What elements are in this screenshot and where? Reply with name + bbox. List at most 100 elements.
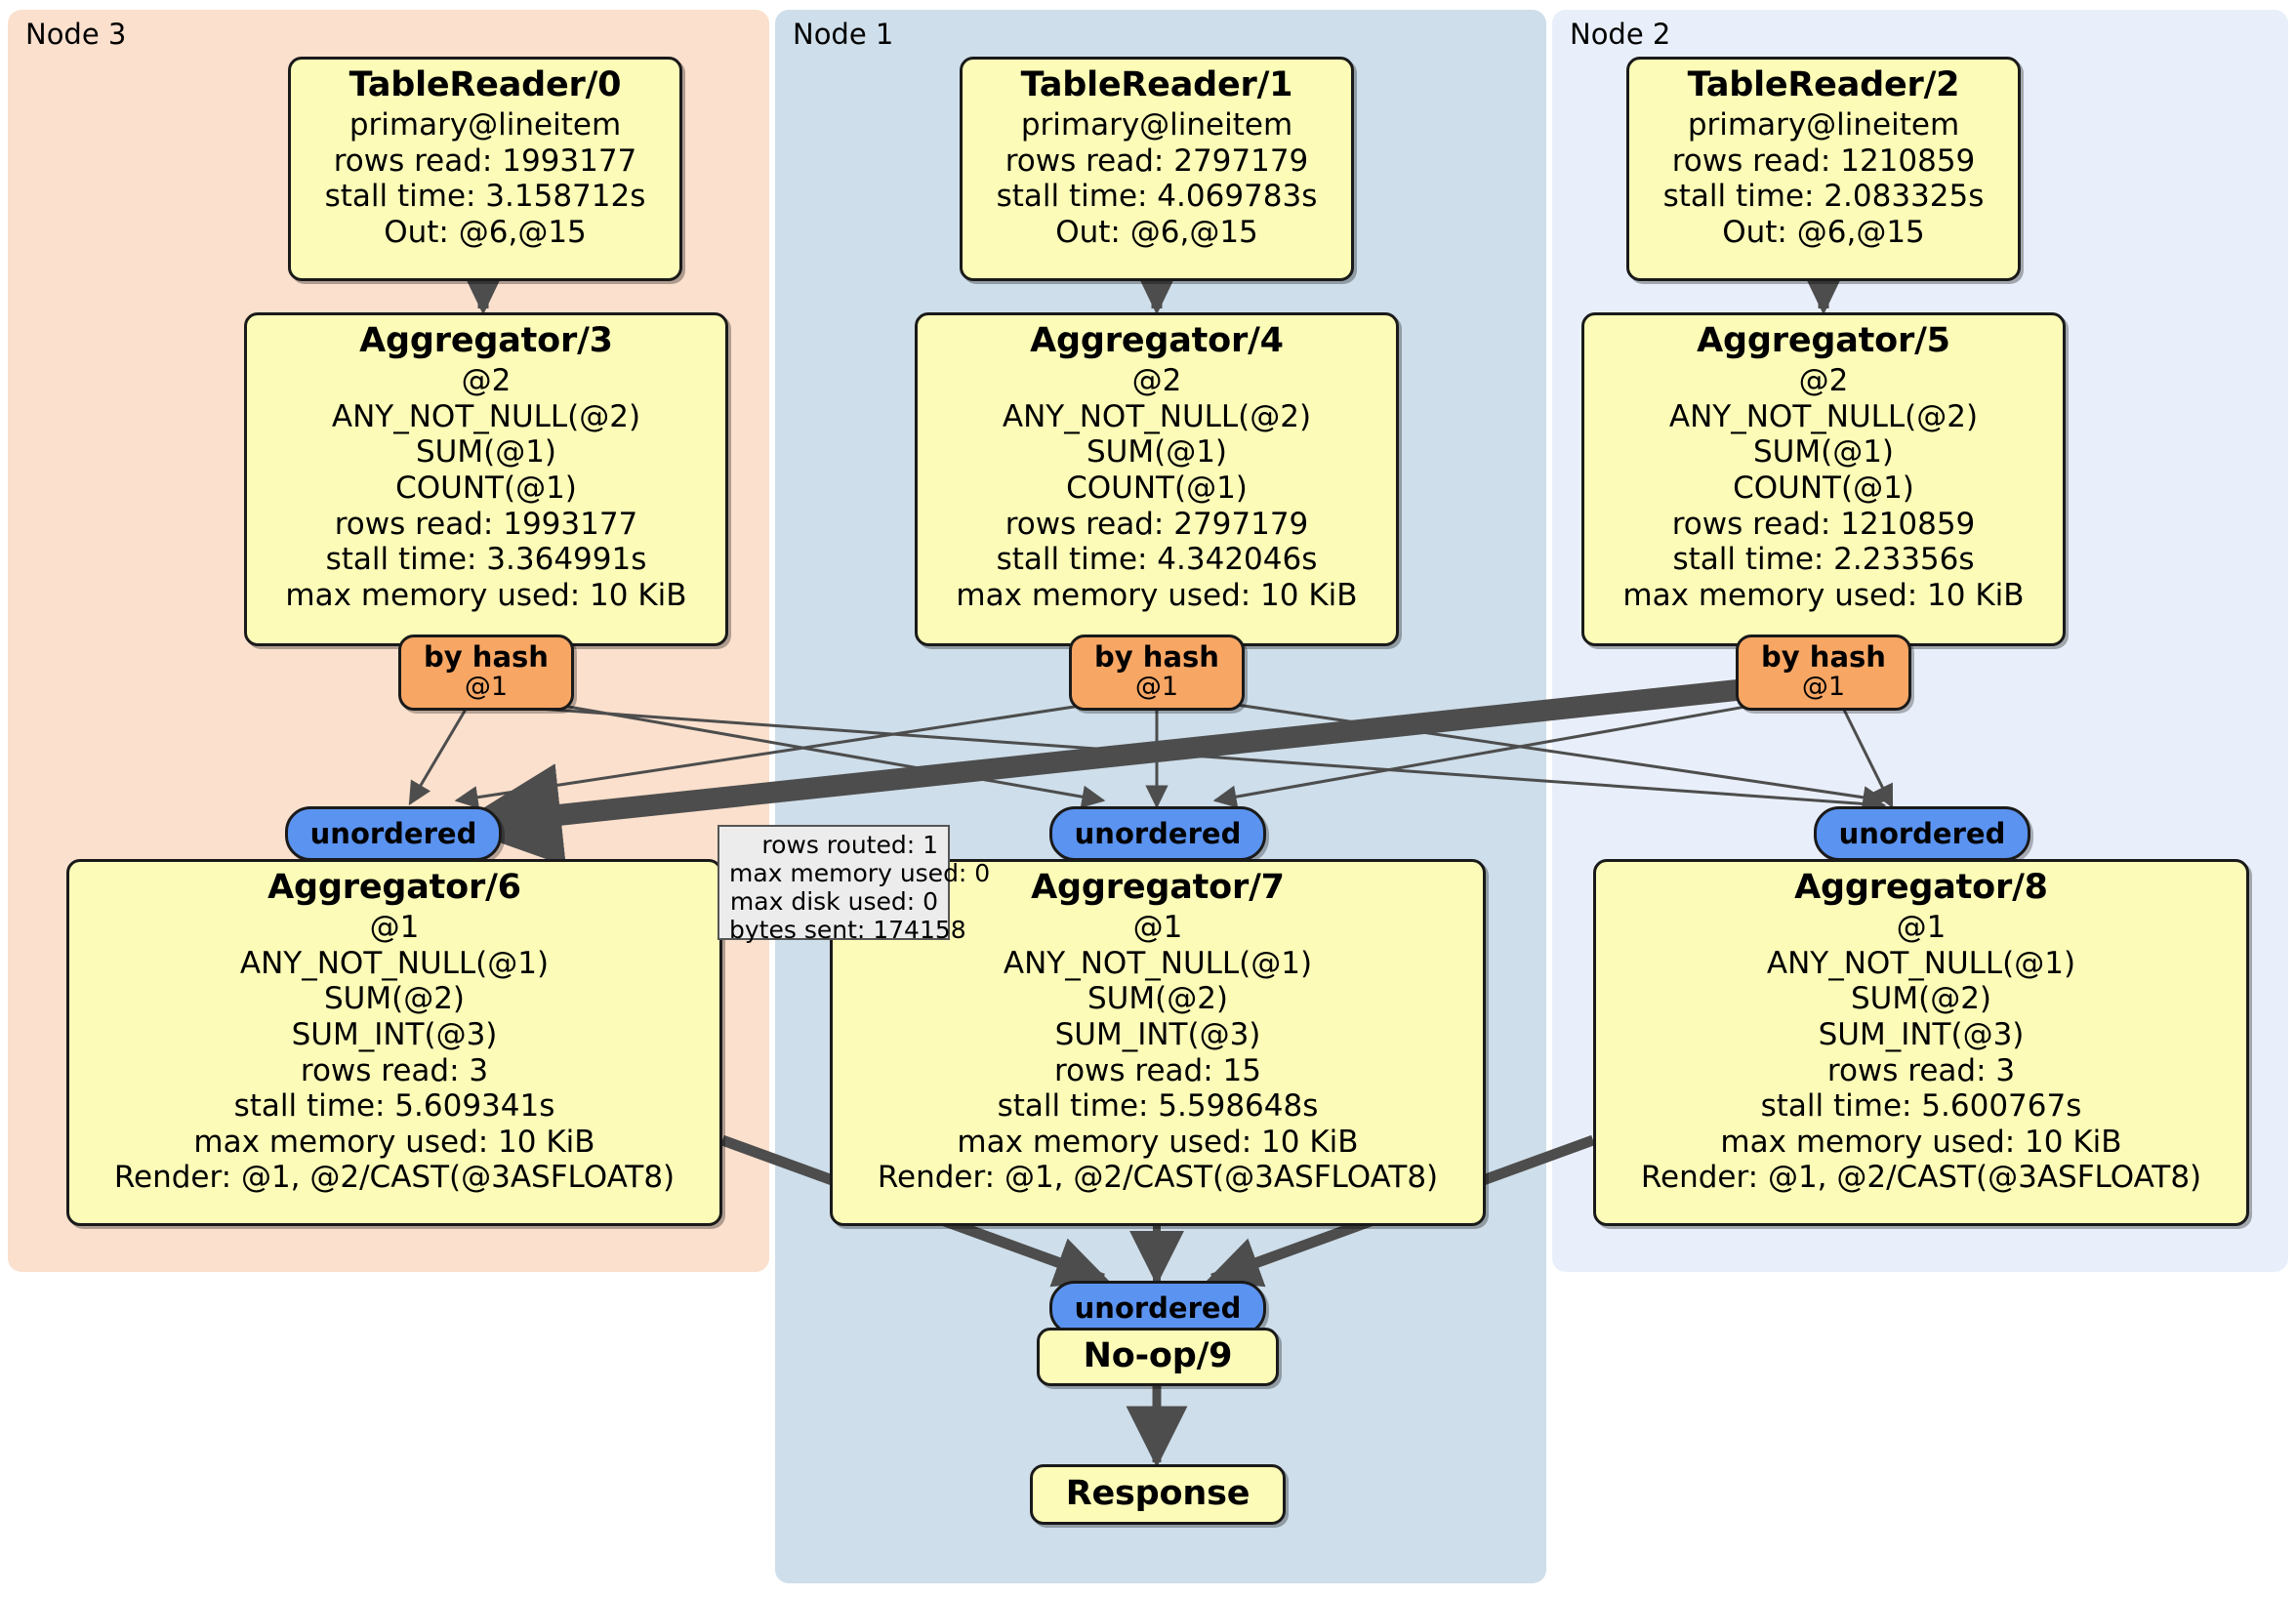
unordered-synchronizer-node-1[interactable]: unordered xyxy=(1049,806,1266,861)
node-tablereader-2[interactable]: TableReader/2 primary@lineitem rows read… xyxy=(1626,57,2021,281)
node-agg-func-2: SUM(@1) xyxy=(415,434,557,471)
node-tablereader-0[interactable]: TableReader/0 primary@lineitem rows read… xyxy=(288,57,682,281)
node-stall-time: stall time: 4.342046s xyxy=(996,542,1318,578)
node-rows-read: rows read: 2797179 xyxy=(1004,143,1309,179)
node-agg-func-2: SUM(@2) xyxy=(323,981,466,1017)
node-stall-time: stall time: 2.083325s xyxy=(1662,179,1985,215)
node-agg-func-2: SUM(@1) xyxy=(1086,434,1228,471)
node-stall-time: stall time: 5.598648s xyxy=(997,1088,1319,1125)
node-aggregator-8[interactable]: Aggregator/8 @1 ANY_NOT_NULL(@1) SUM(@2)… xyxy=(1593,859,2249,1226)
node-max-memory: max memory used: 10 KiB xyxy=(1720,1124,2122,1160)
by-hash-router-node-1[interactable]: by hash @1 xyxy=(1069,635,1245,711)
node-stall-time: stall time: 3.364991s xyxy=(325,542,647,578)
node-rows-read: rows read: 1210859 xyxy=(1671,143,1976,179)
by-hash-router-node-3[interactable]: by hash @1 xyxy=(398,635,574,711)
node-aggregator-7[interactable]: Aggregator/7 @1 ANY_NOT_NULL(@1) SUM(@2)… xyxy=(830,859,1486,1226)
node-aggregator-5[interactable]: Aggregator/5 @2 ANY_NOT_NULL(@2) SUM(@1)… xyxy=(1581,312,2066,646)
node-title: TableReader/0 xyxy=(348,65,622,104)
node-agg-func-1: ANY_NOT_NULL(@2) xyxy=(1002,398,1312,434)
node-title: Aggregator/4 xyxy=(1030,321,1284,360)
node-title: TableReader/2 xyxy=(1687,65,1960,104)
unordered-label: unordered xyxy=(1838,817,2006,850)
node-agg-func-3: COUNT(@1) xyxy=(1066,471,1248,507)
node-aggregator-6[interactable]: Aggregator/6 @1 ANY_NOT_NULL(@1) SUM(@2)… xyxy=(66,859,722,1226)
stats-max-memory-used: max memory used: 0 xyxy=(729,859,991,887)
cluster-label-node-2: Node 2 xyxy=(1570,18,1671,51)
by-hash-label: by hash xyxy=(1761,640,1886,674)
node-rows-read: rows read: 1993177 xyxy=(333,143,637,179)
by-hash-column: @1 xyxy=(1134,672,1179,703)
node-max-memory: max memory used: 10 KiB xyxy=(193,1124,595,1160)
node-group-col: @1 xyxy=(369,910,420,946)
node-group-col: @2 xyxy=(1131,363,1182,399)
unordered-label: unordered xyxy=(1074,817,1242,850)
node-agg-func-3: SUM_INT(@3) xyxy=(1054,1017,1261,1053)
by-hash-label: by hash xyxy=(1094,640,1219,674)
by-hash-column: @1 xyxy=(464,672,509,703)
node-agg-func-1: ANY_NOT_NULL(@1) xyxy=(1766,945,2076,981)
node-rows-read: rows read: 15 xyxy=(1054,1052,1261,1088)
node-agg-func-3: COUNT(@1) xyxy=(395,471,577,507)
node-title: Aggregator/8 xyxy=(1794,868,2048,907)
node-agg-func-2: SUM(@1) xyxy=(1752,434,1895,471)
node-rows-read: rows read: 1210859 xyxy=(1671,506,1976,542)
node-render: Render: @1, @2/CAST(@3ASFLOAT8) xyxy=(877,1160,1439,1196)
node-agg-func-1: ANY_NOT_NULL(@1) xyxy=(1003,945,1313,981)
node-rows-read: rows read: 2797179 xyxy=(1004,506,1309,542)
node-aggregator-4[interactable]: Aggregator/4 @2 ANY_NOT_NULL(@2) SUM(@1)… xyxy=(915,312,1399,646)
node-agg-func-2: SUM(@2) xyxy=(1086,981,1229,1017)
node-out: Out: @6,@15 xyxy=(1055,215,1258,251)
node-render: Render: @1, @2/CAST(@3ASFLOAT8) xyxy=(113,1160,676,1196)
node-max-memory: max memory used: 10 KiB xyxy=(957,1124,1359,1160)
node-title: Response xyxy=(1065,1474,1250,1514)
node-table: primary@lineitem xyxy=(348,107,622,143)
node-rows-read: rows read: 3 xyxy=(1826,1052,2016,1088)
node-group-col: @1 xyxy=(1132,910,1183,946)
stats-max-disk-used: max disk used: 0 xyxy=(729,887,938,916)
node-agg-func-1: ANY_NOT_NULL(@2) xyxy=(1668,398,1979,434)
cluster-label-node-3: Node 3 xyxy=(25,18,127,51)
node-render: Render: @1, @2/CAST(@3ASFLOAT8) xyxy=(1640,1160,2202,1196)
node-out: Out: @6,@15 xyxy=(384,215,587,251)
node-stall-time: stall time: 3.158712s xyxy=(324,179,646,215)
node-max-memory: max memory used: 10 KiB xyxy=(956,577,1358,613)
unordered-synchronizer-node-3[interactable]: unordered xyxy=(285,806,502,861)
node-max-memory: max memory used: 10 KiB xyxy=(285,577,687,613)
node-group-col: @2 xyxy=(1798,363,1849,399)
cluster-label-node-1: Node 1 xyxy=(793,18,894,51)
unordered-synchronizer-node-2[interactable]: unordered xyxy=(1814,806,2030,861)
node-agg-func-3: SUM_INT(@3) xyxy=(291,1017,498,1053)
by-hash-label: by hash xyxy=(424,640,549,674)
node-response[interactable]: Response xyxy=(1030,1464,1286,1525)
node-group-col: @2 xyxy=(461,363,512,399)
node-agg-func-2: SUM(@2) xyxy=(1850,981,1992,1017)
node-rows-read: rows read: 1993177 xyxy=(334,506,638,542)
node-title: Aggregator/6 xyxy=(267,868,521,907)
node-title: Aggregator/5 xyxy=(1697,321,1950,360)
node-table: primary@lineitem xyxy=(1020,107,1293,143)
by-hash-router-node-2[interactable]: by hash @1 xyxy=(1736,635,1911,711)
node-title: Aggregator/3 xyxy=(359,321,613,360)
unordered-synchronizer-final[interactable]: unordered xyxy=(1049,1281,1266,1335)
stats-bytes-sent: bytes sent: 174158 xyxy=(729,916,966,944)
node-stall-time: stall time: 5.600767s xyxy=(1760,1088,2082,1125)
node-stall-time: stall time: 5.609341s xyxy=(233,1088,555,1125)
node-max-memory: max memory used: 10 KiB xyxy=(1622,577,2025,613)
by-hash-column: @1 xyxy=(1801,672,1846,703)
node-title: Aggregator/7 xyxy=(1031,868,1285,907)
node-agg-func-3: COUNT(@1) xyxy=(1733,471,1914,507)
node-agg-func-1: ANY_NOT_NULL(@2) xyxy=(331,398,641,434)
stats-rows-routed: rows routed: 1 xyxy=(761,831,938,859)
node-no-op-9[interactable]: No-op/9 xyxy=(1037,1328,1279,1386)
node-title: No-op/9 xyxy=(1083,1336,1233,1376)
node-aggregator-3[interactable]: Aggregator/3 @2 ANY_NOT_NULL(@2) SUM(@1)… xyxy=(244,312,728,646)
unordered-label: unordered xyxy=(309,817,477,850)
node-tablereader-1[interactable]: TableReader/1 primary@lineitem rows read… xyxy=(960,57,1354,281)
node-stall-time: stall time: 4.069783s xyxy=(996,179,1318,215)
node-group-col: @1 xyxy=(1896,910,1947,946)
node-stall-time: stall time: 2.23356s xyxy=(1672,542,1975,578)
node-agg-func-3: SUM_INT(@3) xyxy=(1818,1017,2025,1053)
node-title: TableReader/1 xyxy=(1020,65,1293,104)
node-table: primary@lineitem xyxy=(1687,107,1960,143)
